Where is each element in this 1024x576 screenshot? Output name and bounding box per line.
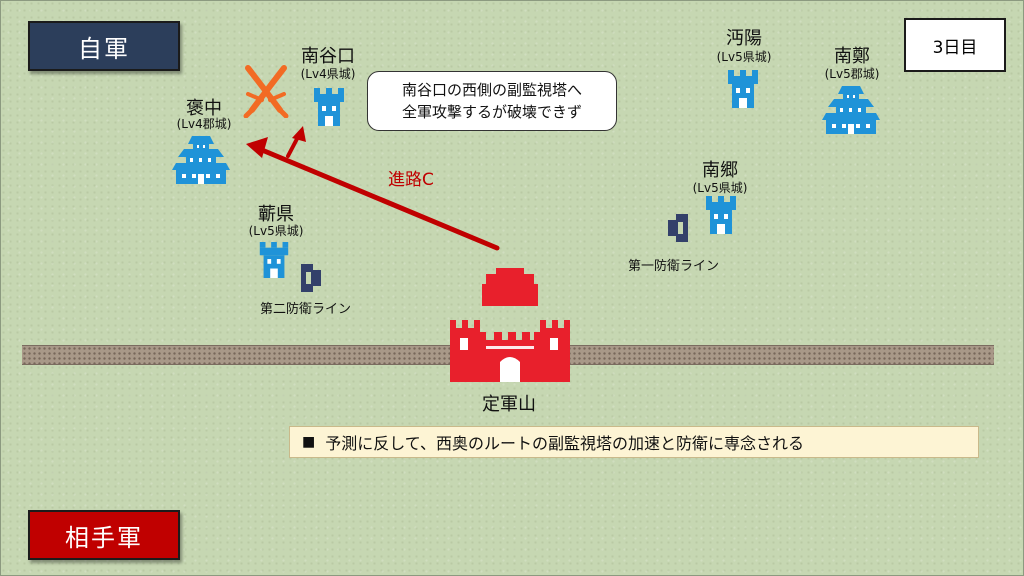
day-counter: 3日目 — [904, 18, 1006, 72]
castle-icon[interactable] — [172, 134, 230, 184]
castle-level-nanxiang: (Lv5県城) — [692, 181, 748, 195]
summary-note: ■ 予測に反して、西奥のルートの副監視塔の加速と防衛に専念される — [289, 426, 979, 458]
castle-level-nangukou: (Lv4県城) — [300, 67, 356, 81]
note-bullet: ■ — [302, 434, 316, 450]
castle-level-jinxian: (Lv5県城) — [248, 224, 304, 238]
outpost-icon[interactable] — [668, 214, 688, 242]
castle-level-nanzheng: (Lv5郡城) — [824, 67, 880, 81]
route-label: 進路C — [388, 170, 434, 190]
watchtower-icon[interactable] — [314, 88, 344, 126]
watchtower-icon[interactable] — [706, 196, 736, 234]
note-text: 予測に反して、西奥のルートの副監視塔の加速と防衛に専念される — [325, 434, 804, 453]
watchtower-icon[interactable] — [728, 70, 758, 108]
castle-name-nanxiang: 南郷 — [702, 160, 738, 181]
castle-name-nanzheng: 南鄭 — [834, 46, 870, 67]
first-defense-line-label: 第一防衛ライン — [628, 259, 720, 274]
watchtower-icon[interactable] — [259, 242, 289, 278]
outpost-icon[interactable] — [301, 264, 321, 292]
battle-callout: 南谷口の西側の副監視塔へ 全軍攻撃するが破壊できず — [367, 71, 617, 131]
castle-name-baozhong: 褒中 — [186, 98, 222, 119]
callout-line-1: 南谷口の西側の副監視塔へ — [401, 81, 582, 99]
castle-level-baozhong: (Lv4郡城) — [176, 117, 232, 131]
castle-name-dingjunshan: 定軍山 — [482, 394, 536, 415]
crossed-swords-icon — [243, 65, 289, 118]
enemy-army-label: 相手軍 — [28, 510, 180, 560]
self-army-label: 自軍 — [28, 21, 180, 71]
second-defense-line-label: 第二防衛ライン — [260, 302, 352, 317]
castle-icon[interactable] — [822, 84, 880, 134]
castle-name-nangukou: 南谷口 — [301, 46, 355, 67]
castle-level-mianyang: (Lv5県城) — [716, 50, 772, 64]
callout-line-2: 全軍攻撃するが破壊できず — [401, 103, 582, 121]
castle-name-jinxian: 蘄県 — [258, 204, 294, 225]
castle-name-mianyang: 沔陽 — [726, 28, 762, 49]
castle-icon[interactable] — [446, 268, 574, 384]
